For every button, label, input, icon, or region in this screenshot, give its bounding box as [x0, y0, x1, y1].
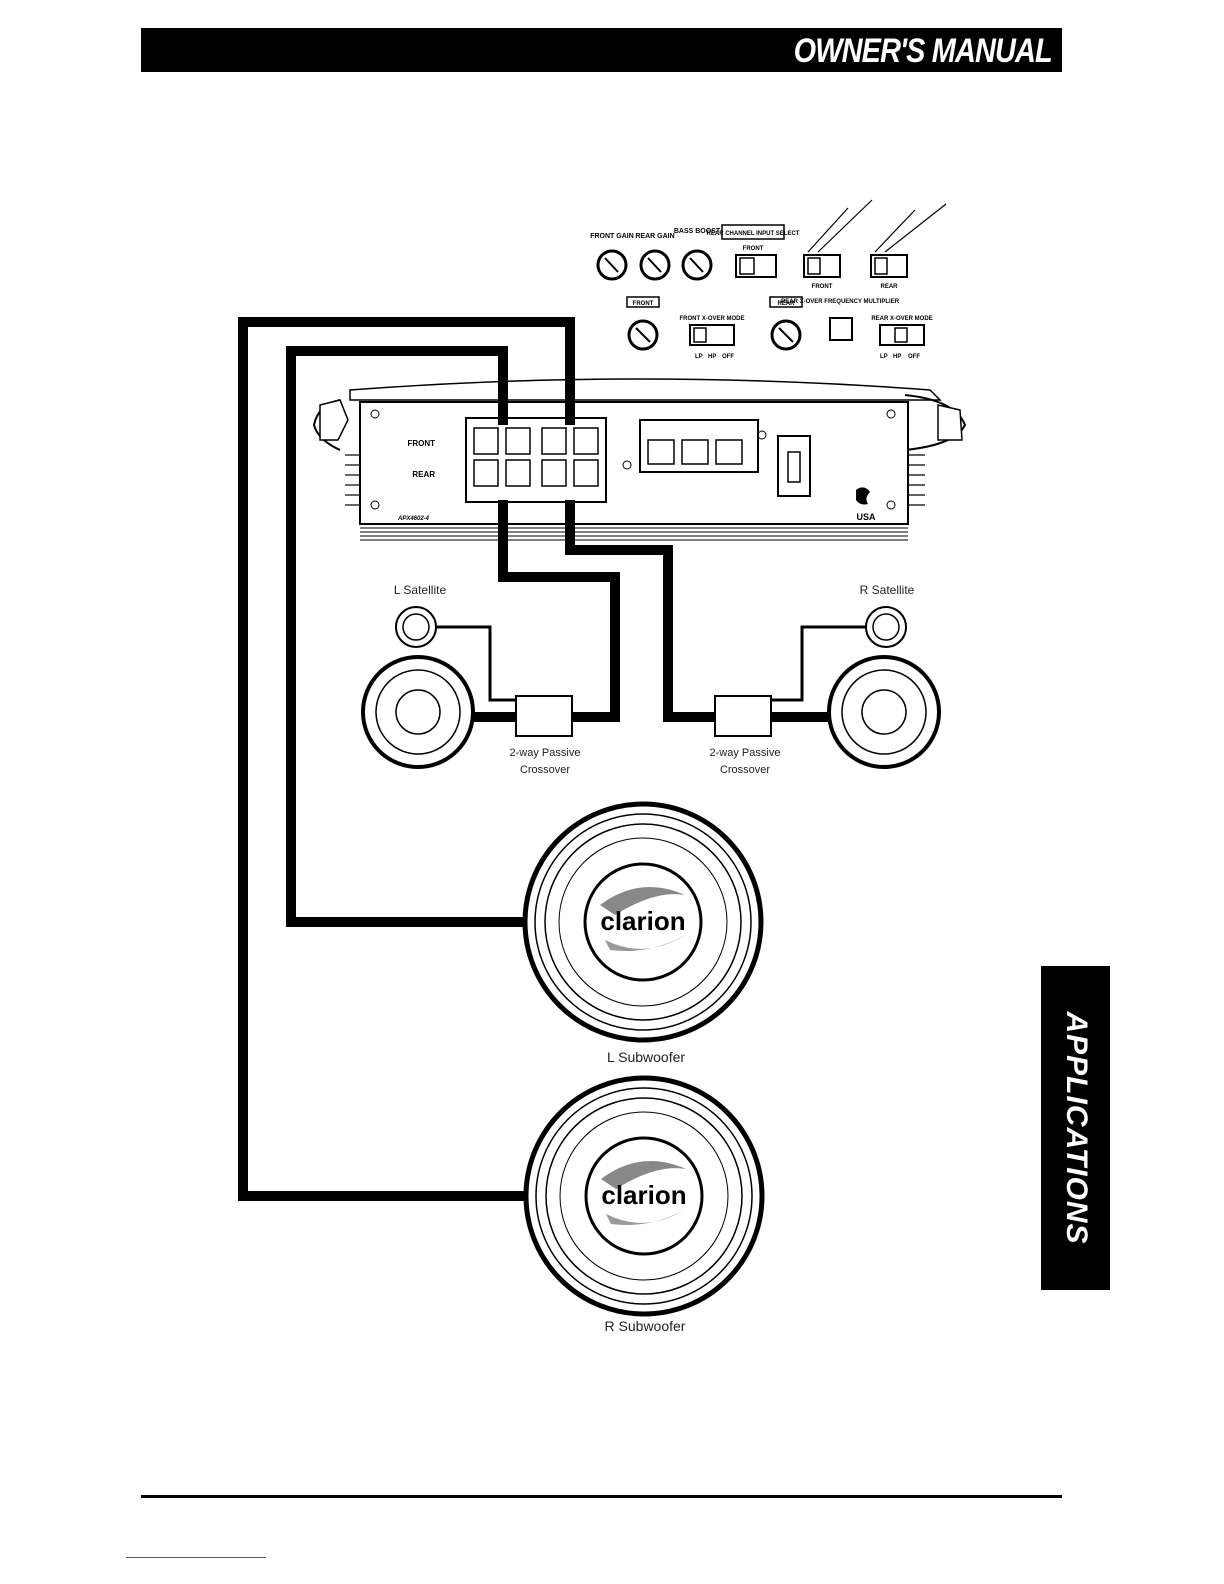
front-box-label: FRONT	[633, 301, 654, 307]
rear-hp: HP	[893, 354, 901, 360]
input-select-front: FRONT	[743, 246, 764, 252]
l-satellite-label: L Satellite	[394, 583, 447, 597]
freq-multiplier-label: REAR X-OVER FREQUENCY MULTIPLIER	[781, 299, 900, 305]
freq-multiplier-button[interactable]	[829, 317, 853, 341]
rear-lp: LP	[880, 354, 888, 360]
r-subwoofer: clarion	[523, 1075, 765, 1317]
amp-front-label: FRONT	[407, 439, 435, 448]
front-hp: HP	[708, 354, 716, 360]
r-crossover-box	[714, 695, 772, 737]
section-tab: APPLICATIONS	[1041, 966, 1110, 1290]
clarion-logo-text: clarion	[600, 906, 685, 936]
amp-usa: USA	[856, 512, 876, 522]
l-subwoofer: clarion	[522, 801, 764, 1043]
right-speakers	[714, 606, 941, 769]
bass-boost-label: BASS BOOST	[674, 228, 721, 235]
footer-link-underline	[126, 1557, 266, 1558]
front-gain-label: FRONT GAIN	[590, 233, 634, 240]
left-speakers	[361, 606, 573, 769]
amp-model: APX4602-4	[397, 516, 430, 522]
amp-rear-label: REAR	[412, 470, 435, 479]
header-bar: OWNER'S MANUAL	[141, 28, 1062, 72]
front-xover-mode-label: FRONT X-OVER MODE	[679, 316, 744, 322]
l-subwoofer-label: L Subwoofer	[607, 1049, 685, 1065]
footer-rule	[141, 1495, 1062, 1498]
amplifier: FRONT REAR APX4602-4 USA	[312, 378, 967, 541]
rear-xover-mode-label: REAR X-OVER MODE	[871, 316, 932, 322]
control-panel: FRONT GAIN REAR GAIN BASS BOOST REAR CHA…	[590, 199, 947, 360]
l-crossover-label-1: 2-way Passive	[510, 747, 581, 759]
front-off: OFF	[722, 354, 734, 360]
wires	[238, 317, 715, 1201]
r-crossover-label-2: Crossover	[720, 764, 770, 776]
usa-mark-icon	[856, 487, 870, 505]
r-subwoofer-label: R Subwoofer	[605, 1318, 686, 1334]
rear-off: OFF	[908, 354, 920, 360]
l-crossover-box	[515, 695, 573, 737]
r-satellite-label: R Satellite	[860, 583, 915, 597]
wire-l-subwoofer	[286, 346, 534, 927]
wire-r-crossover	[565, 500, 715, 722]
rear-box-label: REAR	[777, 301, 795, 307]
front-mode-caption: FRONT	[812, 284, 833, 290]
rear-mode-caption: REAR	[880, 284, 898, 290]
wire-l-crossover	[498, 500, 620, 722]
front-lp: LP	[695, 354, 703, 360]
r-crossover-label-1: 2-way Passive	[710, 747, 781, 759]
rear-gain-label: REAR GAIN	[635, 233, 674, 240]
clarion-logo-text: clarion	[601, 1180, 686, 1210]
page-title: OWNER'S MANUAL	[793, 32, 1053, 70]
input-select-label: REAR CHANNEL INPUT SELECT	[707, 231, 800, 237]
wire-r-subwoofer	[238, 317, 575, 1201]
l-crossover-label-2: Crossover	[520, 764, 570, 776]
